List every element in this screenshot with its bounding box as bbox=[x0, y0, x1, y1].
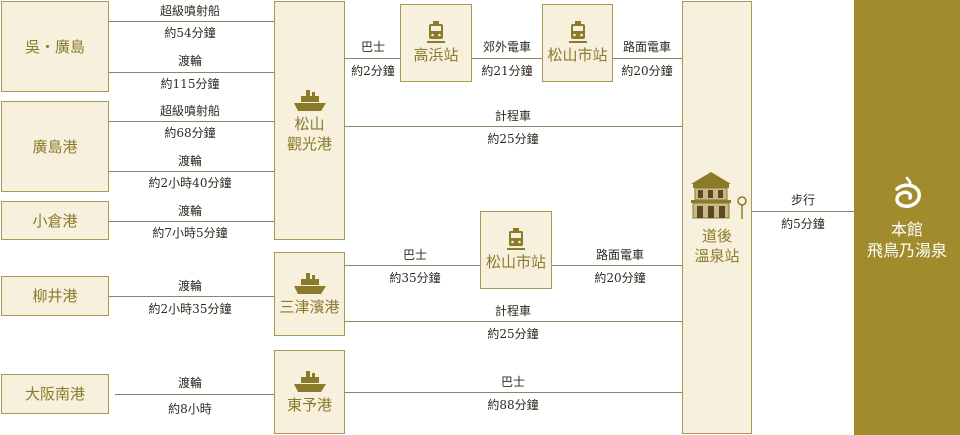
route-line bbox=[109, 296, 274, 297]
route-time: 約2小時35分鐘 bbox=[148, 302, 232, 316]
route-line bbox=[345, 265, 480, 266]
station-label: 松山市站 bbox=[547, 46, 608, 64]
route-line bbox=[752, 211, 854, 212]
origin-label: 小倉港 bbox=[32, 211, 78, 230]
route-mode: 超級噴射船 bbox=[159, 104, 220, 118]
origin-label: 大阪南港 bbox=[24, 385, 85, 403]
route-time: 約21分鐘 bbox=[481, 64, 533, 78]
origin-label: 吳・廣島 bbox=[24, 37, 85, 56]
route-mode: 步行 bbox=[790, 193, 815, 207]
route-line bbox=[115, 394, 274, 395]
station-matsuyama-city-mid: 松山市站 bbox=[480, 211, 552, 289]
station-dogo-onsen: 道後 溫泉站 bbox=[682, 1, 752, 434]
port-label: 松山 bbox=[294, 114, 325, 133]
route-time: 約5分鐘 bbox=[781, 217, 825, 231]
port-mitsuhama: 三津濱港 bbox=[274, 252, 345, 336]
route-time: 約88分鐘 bbox=[487, 398, 539, 412]
hotel-name-line2: 飛鳥乃湯泉 bbox=[866, 240, 947, 260]
route-line bbox=[552, 265, 682, 266]
route-mode: 郊外電車 bbox=[482, 40, 531, 54]
station-label: 高浜站 bbox=[413, 46, 459, 64]
route-line bbox=[109, 72, 274, 73]
route-time: 約2分鐘 bbox=[351, 64, 395, 78]
route-mode: 巴士 bbox=[500, 375, 525, 389]
port-label: 東予港 bbox=[286, 396, 332, 414]
origin-yanai-port: 柳井港 bbox=[1, 276, 109, 316]
route-time: 約20分鐘 bbox=[621, 64, 673, 78]
route-time: 約25分鐘 bbox=[487, 132, 539, 146]
route-mode: 超級噴射船 bbox=[159, 4, 220, 18]
ship-icon bbox=[293, 273, 326, 294]
route-time: 約35分鐘 bbox=[389, 271, 441, 285]
route-line bbox=[345, 392, 682, 393]
station-takahama: 高浜站 bbox=[400, 4, 472, 82]
route-line bbox=[109, 121, 274, 122]
port-label: 三津濱港 bbox=[279, 298, 340, 316]
port-matsuyama-kanko: 松山 觀光港 bbox=[274, 1, 345, 240]
port-label: 觀光港 bbox=[286, 134, 332, 153]
route-mode: 計程車 bbox=[494, 109, 531, 123]
route-mode: 渡輪 bbox=[177, 376, 202, 390]
route-mode: 渡輪 bbox=[177, 279, 202, 293]
bus-stop-icon bbox=[737, 195, 747, 219]
route-line bbox=[345, 58, 400, 59]
origin-label: 柳井港 bbox=[32, 287, 78, 305]
station-label: 溫泉站 bbox=[694, 246, 740, 265]
train-icon bbox=[427, 21, 445, 43]
ship-icon bbox=[293, 371, 326, 392]
route-line bbox=[109, 21, 274, 22]
route-line bbox=[345, 126, 682, 127]
route-time: 約68分鐘 bbox=[164, 126, 216, 140]
hotel-panel: 本館 飛鳥乃湯泉 bbox=[854, 0, 960, 435]
route-time: 約25分鐘 bbox=[487, 327, 539, 341]
route-mode: 渡輪 bbox=[177, 154, 202, 168]
origin-kure-hiroshima: 吳・廣島 bbox=[1, 1, 109, 92]
train-icon bbox=[568, 21, 587, 43]
train-icon bbox=[507, 228, 525, 250]
route-time: 約54分鐘 bbox=[164, 26, 216, 40]
route-line bbox=[109, 171, 274, 172]
route-mode: 渡輪 bbox=[177, 204, 202, 218]
route-mode: 路面電車 bbox=[595, 248, 644, 262]
route-mode: 巴士 bbox=[402, 248, 427, 262]
route-time: 約20分鐘 bbox=[594, 271, 646, 285]
route-time: 約115分鐘 bbox=[160, 77, 220, 91]
port-toyo: 東予港 bbox=[274, 350, 345, 434]
station-matsuyama-city-top: 松山市站 bbox=[542, 4, 613, 82]
route-mode: 計程車 bbox=[494, 304, 531, 318]
station-icon-row bbox=[687, 170, 747, 220]
station-label: 道後 bbox=[701, 226, 732, 245]
route-line bbox=[345, 321, 682, 322]
route-line bbox=[472, 58, 542, 59]
hotel-name-line1: 本館 bbox=[890, 219, 923, 239]
route-line bbox=[109, 221, 274, 222]
station-building-icon bbox=[691, 171, 731, 218]
route-mode: 渡輪 bbox=[177, 54, 202, 68]
station-label: 松山市站 bbox=[485, 253, 546, 271]
route-time: 約8小時 bbox=[168, 402, 212, 416]
origin-kokura-port: 小倉港 bbox=[1, 201, 109, 240]
route-line bbox=[613, 58, 682, 59]
origin-osaka-nanko: 大阪南港 bbox=[1, 374, 109, 414]
route-mode: 巴士 bbox=[360, 40, 385, 54]
route-mode: 路面電車 bbox=[622, 40, 671, 54]
route-time: 約7小時5分鐘 bbox=[152, 226, 228, 240]
route-time: 約2小時40分鐘 bbox=[148, 176, 232, 190]
hotel-logo-icon bbox=[895, 176, 921, 208]
origin-hiroshima-port: 廣島港 bbox=[1, 101, 109, 192]
origin-label: 廣島港 bbox=[32, 137, 78, 156]
ship-icon bbox=[293, 89, 326, 111]
